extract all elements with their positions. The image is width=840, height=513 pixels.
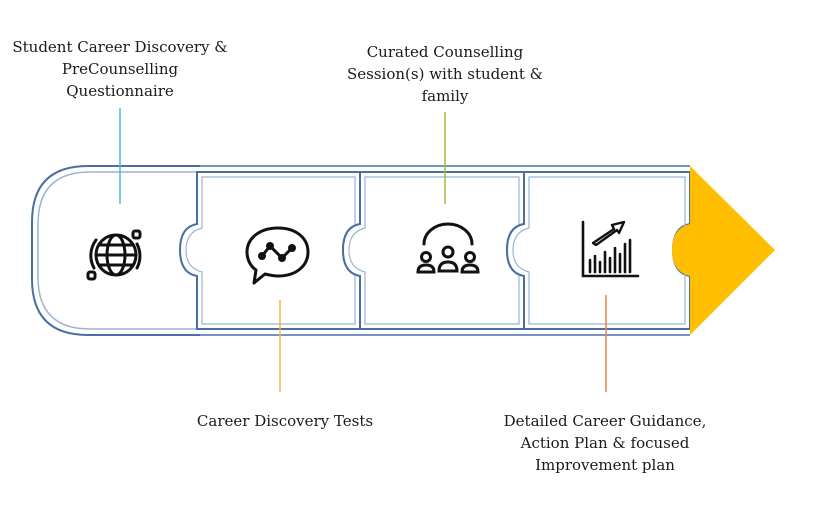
step-3-label-line: family	[421, 87, 469, 105]
step-2-label-line: Career Discovery Tests	[196, 412, 374, 430]
growth-chart-icon	[581, 220, 640, 278]
step-4-label: Detailed Career Guidance, Action Plan & …	[480, 410, 730, 476]
puzzle-piece-2	[341, 171, 525, 330]
step-4-label-line: Detailed Career Guidance,	[503, 412, 707, 430]
step-1-label-line: Questionnaire	[66, 82, 174, 100]
step-4-label-line: Improvement plan	[535, 456, 675, 474]
step-2-label: Career Discovery Tests	[180, 410, 390, 432]
chat-bubble-icon	[245, 226, 310, 285]
frame-inner	[37, 171, 200, 330]
puzzle-piece-3	[505, 171, 691, 330]
arrow-head	[672, 166, 775, 335]
group-people-icon	[416, 222, 480, 274]
step-1-label-line: Student Career Discovery &	[12, 38, 228, 56]
step-1-label: Student Career Discovery & PreCounsellin…	[0, 36, 240, 102]
puzzle-piece-1	[178, 171, 361, 330]
step-3-label-line: Curated Counselling	[366, 43, 524, 61]
frame-outer	[31, 165, 200, 336]
step-1-label-line: PreCounselling	[61, 60, 179, 78]
step-4-label-line: Action Plan & focused	[520, 434, 690, 452]
step-3-label: Curated Counselling Session(s) with stud…	[330, 41, 560, 107]
globe-network-icon	[86, 229, 142, 281]
step-3-label-line: Session(s) with student &	[347, 65, 543, 83]
